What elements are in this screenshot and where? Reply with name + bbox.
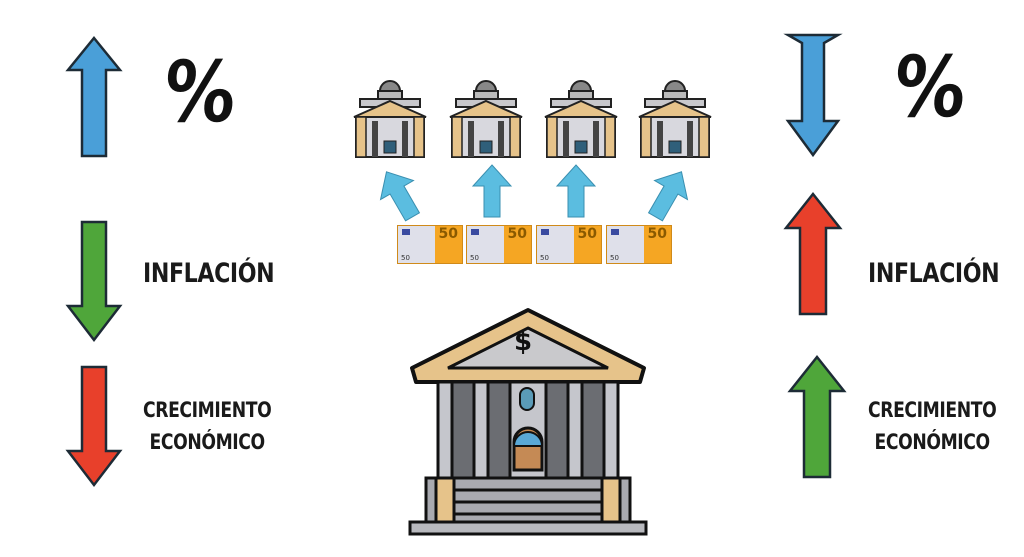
interest-rate-symbol: % — [159, 43, 241, 141]
interest-up-arrow-icon — [65, 36, 123, 158]
banknote-value: 50 — [438, 226, 458, 242]
banknote-value: 50 — [647, 226, 667, 242]
inflation-label: INFLACIÓN — [868, 258, 1000, 289]
growth-up-arrow-icon — [787, 354, 847, 479]
dollar-sign: $ — [514, 327, 533, 357]
growth-label: CRECIMIENTO ECONÓMICO — [143, 394, 272, 458]
banknote-icon: 50 50 — [536, 225, 602, 264]
inflation-down-arrow-icon — [65, 220, 123, 343]
inflation-label: INFLACIÓN — [143, 258, 275, 289]
growth-label-line2: ECONÓMICO — [149, 430, 266, 454]
interest-rate-symbol: % — [889, 38, 971, 136]
growth-label: CRECIMIENTO ECONÓMICO — [868, 394, 997, 458]
banknote-small-value: 50 — [470, 254, 479, 262]
banknote-small-value: 50 — [401, 254, 410, 262]
central-bank-icon — [408, 308, 648, 536]
banknote-small-value: 50 — [540, 254, 549, 262]
interest-down-arrow-icon — [783, 33, 843, 158]
growth-label-line2: ECONÓMICO — [874, 430, 991, 454]
growth-label-line1: CRECIMIENTO — [143, 398, 272, 422]
banknote-small-value: 50 — [610, 254, 619, 262]
growth-label-line1: CRECIMIENTO — [868, 398, 997, 422]
banknote-icon: 50 50 — [397, 225, 463, 264]
inflation-up-arrow-icon — [783, 191, 843, 316]
banknote-icon: 50 50 — [606, 225, 672, 264]
banknote-value: 50 — [507, 226, 527, 242]
growth-down-arrow-icon — [65, 365, 123, 488]
banknote-icon: 50 50 — [466, 225, 532, 264]
banknote-value: 50 — [577, 226, 597, 242]
